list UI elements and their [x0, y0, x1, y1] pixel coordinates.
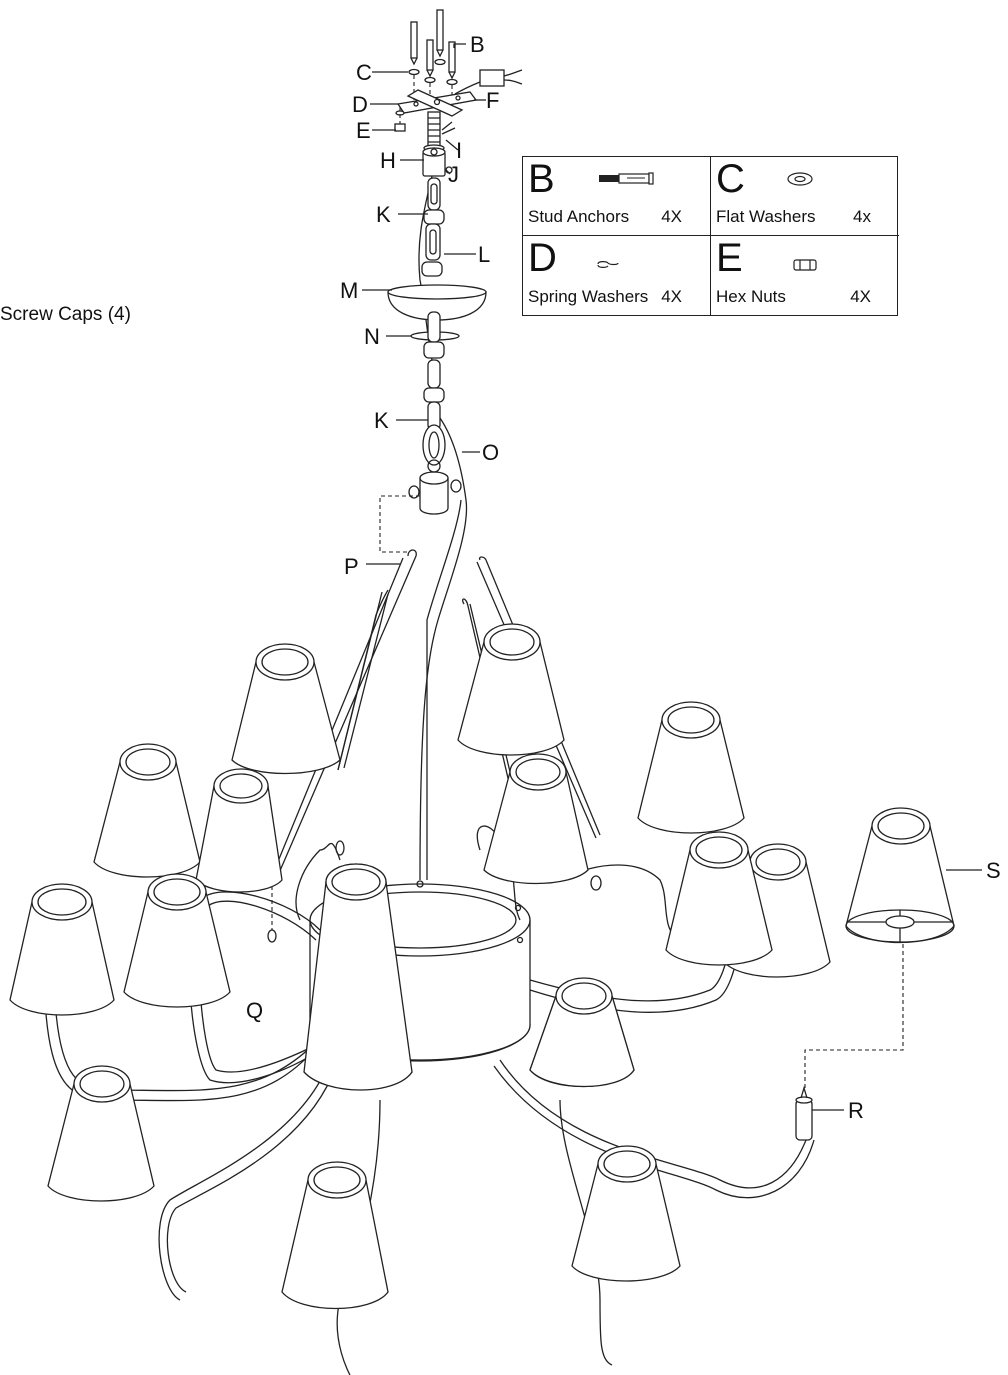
crossbar — [396, 89, 478, 117]
lamp-shade — [47, 1065, 155, 1202]
callout-r: R — [848, 1098, 864, 1123]
lamp-shade — [281, 1161, 389, 1310]
part-letter: D — [528, 236, 557, 280]
part-name: Hex Nuts — [716, 287, 786, 306]
hardware-parts-table: B Stud Anchors 4X C Flat Washers 4x D Sp… — [522, 156, 899, 316]
lamp-shade — [529, 977, 635, 1088]
hex-nut-icon — [793, 259, 817, 271]
callout-p: P — [344, 554, 359, 579]
callout-b: B — [470, 32, 485, 57]
chain-assembly — [379, 175, 487, 553]
hub-connector — [408, 459, 462, 515]
callout-s: S — [986, 858, 1001, 883]
screw-caps-note: Screw Caps (4) — [0, 304, 131, 325]
candle-socket — [795, 1085, 813, 1141]
callout-h: H — [380, 148, 396, 173]
part-letter: E — [716, 236, 743, 280]
part-qty: 4X — [850, 287, 871, 306]
part-qty: 4x — [853, 207, 871, 226]
canopy-loop — [422, 147, 453, 177]
lamp-shade — [9, 883, 115, 1016]
power-cord — [419, 417, 468, 881]
callout-o: O — [482, 440, 499, 465]
lamp-shade — [637, 701, 745, 834]
flat-washer-icon — [787, 172, 813, 186]
mounting-hardware — [394, 9, 523, 177]
callout-m: M — [340, 278, 358, 303]
detached-shade — [845, 807, 955, 944]
stud-anchor-icon — [599, 172, 654, 185]
part-cell-d: D Spring Washers 4X — [523, 236, 711, 315]
part-name: Stud Anchors — [528, 207, 630, 226]
mounting-screws — [410, 9, 456, 80]
callout-n: N — [364, 324, 380, 349]
lamp-shades — [9, 623, 831, 1310]
support-arms — [271, 549, 601, 881]
canopy — [387, 284, 487, 321]
part-name: Flat Washers — [716, 207, 816, 226]
part-letter: B — [528, 157, 555, 201]
lamp-shade — [483, 753, 589, 885]
callout-k-lower: K — [374, 408, 389, 433]
part-qty: 4X — [661, 207, 682, 226]
callout-e: E — [356, 118, 371, 143]
lamp-shade — [195, 768, 283, 893]
spring-washer-icon — [597, 261, 619, 268]
lamp-shade — [123, 873, 231, 1008]
part-name: Spring Washers — [528, 287, 649, 306]
callout-c: C — [356, 60, 372, 85]
callout-l: L — [478, 242, 490, 267]
leader-lines — [362, 43, 982, 1111]
callout-d: D — [352, 92, 368, 117]
lamp-shade — [93, 743, 201, 878]
part-letter: C — [716, 157, 745, 201]
lamp-shade — [457, 623, 565, 756]
part-cell-c: C Flat Washers 4x — [711, 157, 899, 236]
callout-j: J — [448, 162, 459, 187]
lamp-shade — [303, 863, 413, 1091]
lamp-shade — [665, 831, 773, 966]
lamp-shade — [231, 643, 341, 775]
part-cell-b: B Stud Anchors 4X — [523, 157, 711, 236]
threaded-nipple — [423, 111, 456, 152]
lamp-shade — [571, 1145, 681, 1282]
junction-box — [454, 69, 523, 95]
callout-f: F — [486, 88, 499, 113]
callout-labels: B C D E F I H J K L M N K O P Q R S — [246, 32, 1001, 1123]
part-qty: 4X — [661, 287, 682, 306]
callout-k-upper: K — [376, 202, 391, 227]
callout-i: I — [456, 138, 462, 163]
part-cell-e: E Hex Nuts 4X — [711, 236, 899, 315]
callout-q: Q — [246, 998, 263, 1023]
